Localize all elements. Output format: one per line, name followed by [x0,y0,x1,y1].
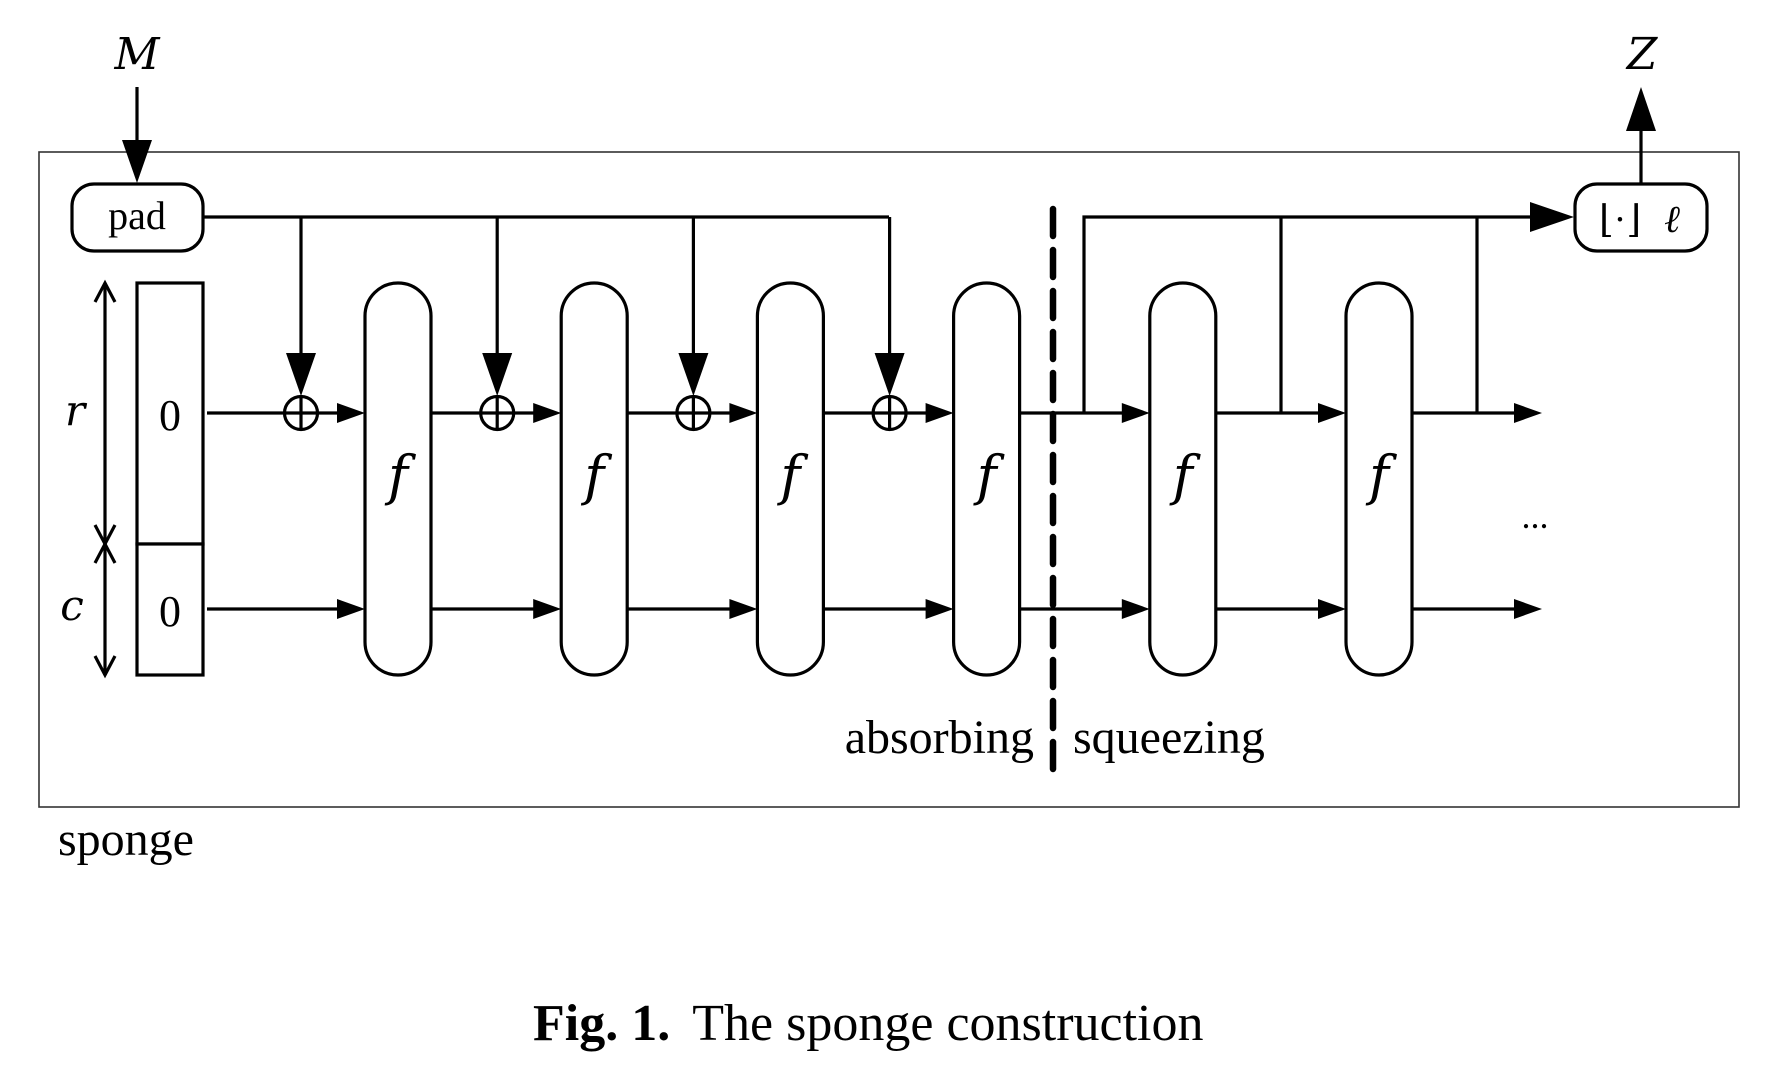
sponge-frame [38,151,1740,808]
capacity-arrowhead [337,599,365,619]
permutation-f-block [755,281,825,677]
state-capacity-zero: 0 [159,587,181,636]
continuation-ellipsis: ... [1522,496,1549,536]
rate-label: r [65,386,88,435]
xor-feed-arrowhead [286,353,316,396]
capacity-arrowhead [1318,599,1346,619]
caption-text: The sponge construction [692,995,1203,1052]
message-label: M [113,29,160,80]
caption-label: Fig. 1. [533,995,670,1052]
output-bus-arrowhead [1530,202,1574,232]
state-rate-cell [135,281,205,546]
output-taps [1279,217,1479,413]
xor-feed-arrowhead [874,353,905,396]
capacity-arrowhead [925,599,954,619]
permutation-f-block [952,281,1022,677]
rate-arrowhead [729,403,758,423]
rate-arrowhead [1121,403,1150,423]
output-label: Z [1625,29,1659,80]
rate-arrowhead [337,403,365,423]
output-arrowhead [1626,87,1656,131]
absorbing-label: absorbing [845,711,1034,764]
rate-dim-top-tip [93,279,117,303]
rate-arrowhead [925,403,954,423]
figure-caption: Fig. 1. The sponge construction [533,995,1204,1052]
xor-feed-arrowhead [678,353,709,396]
capacity-arrowhead [533,599,562,619]
rate-arrowhead [1318,403,1346,423]
truncate-bracket: ⌊·⌋ [1599,199,1641,241]
state-rate-zero: 0 [159,391,181,440]
capacity-dim-bottom-tip [93,655,117,679]
xor-feed-arrowhead [482,353,513,396]
sponge-label: sponge [58,813,194,866]
capacity-arrowhead [1121,599,1150,619]
state-capacity-cell [135,542,205,677]
state-wires [207,403,1542,619]
capacity-arrowhead [1514,599,1542,619]
rate-arrowhead [533,403,562,423]
pad-label: pad [108,193,166,238]
message-arrowhead [122,140,152,183]
permutation-f-block [1148,281,1218,677]
rate-arrowhead [1514,403,1542,423]
permutation-f-block [363,281,433,677]
capacity-label: c [60,581,84,630]
permutation-f-block [1344,281,1414,677]
truncate-length: ℓ [1664,197,1680,241]
xor-operations [282,217,908,432]
output-bus [1082,215,1532,413]
capacity-arrowhead [729,599,758,619]
permutation-f-block [559,281,629,677]
capacity-dim-top-tip [93,540,117,564]
squeezing-label: squeezing [1073,711,1265,764]
